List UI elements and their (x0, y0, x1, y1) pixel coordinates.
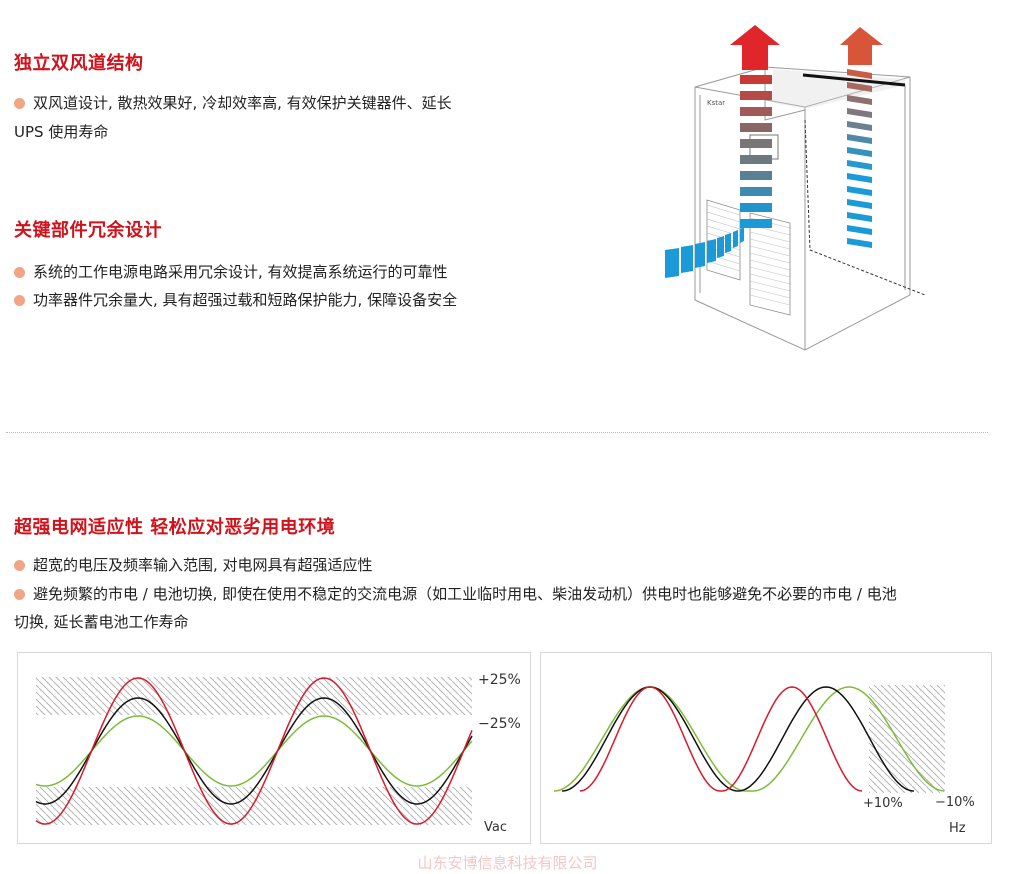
airflow-stripe-front (740, 155, 772, 164)
section-title-dual-airflow: 独立双风道结构 (14, 53, 144, 74)
airflow-stripe-rear (847, 173, 872, 183)
airflow-stripe-front (740, 107, 772, 116)
label-hz: Hz (949, 821, 966, 836)
section-divider (6, 432, 988, 433)
label-minus-25: −25% (478, 716, 521, 732)
vent-line (706, 260, 741, 272)
vent-line (749, 238, 791, 250)
bullet-text: 超宽的电压及频率输入范围, 对电网具有超强适应性 (33, 556, 373, 574)
airflow-stripe-rear (847, 134, 872, 144)
vent-line (706, 204, 741, 216)
airflow-intake-stripe (707, 239, 716, 263)
bullet-item: 系统的工作电源电路采用冗余设计, 有效提高系统运行的可靠性 (14, 258, 448, 286)
label-minus-10: −10% (935, 795, 975, 810)
vent-line (749, 287, 791, 299)
airflow-intake-stripe (695, 242, 705, 268)
airflow-stripe-rear (847, 108, 872, 118)
bullet-item: 双风道设计, 散热效果好, 冷却效率高, 有效保护关键器件、延长 (14, 89, 452, 117)
airflow-stripe-rear (847, 199, 872, 209)
frequency-hatch-band (869, 685, 945, 793)
label-vac: Vac (484, 820, 507, 835)
vent-line (706, 211, 741, 223)
airflow-stripe-rear (847, 147, 872, 157)
airflow-intake-stripe (725, 233, 731, 253)
bullet-text: 系统的工作电源电路采用冗余设计, 有效提高系统运行的可靠性 (33, 263, 448, 281)
overvoltage-hatch-band (36, 677, 472, 715)
bullet-item: 功率器件冗余量大, 具有超强过载和短路保护能力, 保障设备安全 (14, 286, 457, 314)
airflow-stripe-rear (847, 160, 872, 170)
vent-line (749, 280, 791, 292)
airflow-stripe-rear (847, 225, 872, 235)
bullet-dot-icon (14, 295, 25, 306)
bullet-dot-icon (14, 267, 25, 278)
bullet-text: 避免频繁的市电 / 电池切换, 即使在使用不稳定的交流电源（如工业临时用电、柴油… (33, 585, 897, 603)
airflow-stripe-front (740, 219, 772, 228)
airflow-stripe-rear (847, 121, 872, 131)
frequency-range-diagram: +10% −10% Hz (540, 652, 992, 844)
wave-low-frequency (553, 686, 945, 792)
wave-nominal-frequency (561, 686, 915, 792)
section-title-grid-adaptability: 超强电网适应性 轻松应对恶劣用电环境 (14, 517, 336, 538)
airflow-stripe-rear (847, 238, 872, 248)
bullet-text: UPS 使用寿命 (14, 123, 109, 141)
voltage-range-diagram: +25% −25% Vac (17, 652, 531, 844)
label-plus-10: +10% (863, 796, 903, 811)
vent-line (749, 252, 791, 264)
bullet-dot-icon (14, 589, 25, 600)
vent-line (749, 273, 791, 285)
bullet-item: 超宽的电压及频率输入范围, 对电网具有超强适应性 (14, 551, 373, 579)
vent-line (706, 218, 741, 230)
airflow-intake-stripe (681, 245, 693, 273)
bullet-dot-icon (14, 98, 25, 109)
airflow-stripe-front (740, 139, 772, 148)
label-plus-25: +25% (478, 672, 521, 688)
bullet-continuation: UPS 使用寿命 (14, 118, 108, 146)
vent-line (749, 231, 791, 243)
wave-high-frequency (579, 686, 863, 792)
airflow-stripe-front (740, 75, 772, 84)
company-watermark: 山东安博信息科技有限公司 (417, 854, 598, 872)
bullet-dot-icon (14, 560, 25, 571)
airflow-stripe-front (740, 187, 772, 196)
airflow-intake-stripe (665, 248, 679, 278)
airflow-stripe-rear (847, 95, 872, 105)
wave-low-voltage (35, 715, 473, 787)
airflow-stripe-front (740, 203, 772, 212)
ups-airflow-illustration: Kstar (655, 25, 940, 364)
device-logo: Kstar (707, 99, 725, 107)
wave-high-voltage (35, 677, 473, 825)
bullet-item: 避免频繁的市电 / 电池切换, 即使在使用不稳定的交流电源（如工业临时用电、柴油… (14, 580, 897, 608)
airflow-stripe-rear (847, 186, 872, 196)
vent-line (749, 245, 791, 257)
airflow-intake-stripe (740, 227, 744, 243)
bullet-continuation: 切换, 延长蓄电池工作寿命 (14, 608, 189, 636)
airflow-stripe-front (740, 171, 772, 180)
airflow-stripe-rear (847, 82, 872, 92)
vent-line (749, 294, 791, 306)
wave-nominal-voltage (35, 697, 473, 805)
section-title-redundancy: 关键部件冗余设计 (14, 220, 162, 241)
undervoltage-hatch-band (36, 787, 472, 825)
airflow-stripe-rear (847, 212, 872, 222)
airflow-intake-stripe (717, 236, 724, 258)
bullet-text: 切换, 延长蓄电池工作寿命 (14, 613, 189, 631)
airflow-stripe-front (740, 123, 772, 132)
vent-line (749, 266, 791, 278)
airflow-stripe-front (740, 91, 772, 100)
airflow-stripe-rear (847, 69, 872, 79)
bullet-text: 功率器件冗余量大, 具有超强过载和短路保护能力, 保障设备安全 (33, 291, 458, 309)
vent-line (749, 259, 791, 271)
bullet-text: 双风道设计, 散热效果好, 冷却效率高, 有效保护关键器件、延长 (33, 94, 452, 112)
airflow-intake-stripe (733, 230, 738, 248)
